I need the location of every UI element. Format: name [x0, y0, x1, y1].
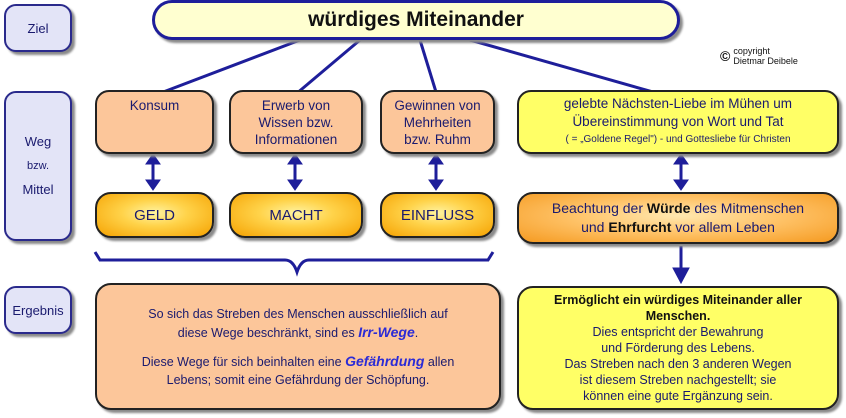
highlight-gefaehrdung: Gefährdung [345, 352, 425, 369]
mean-einfluss: EINFLUSS [380, 192, 495, 238]
label-weg-mittel: Weg bzw. Mittel [4, 91, 72, 241]
double-arrow-wissen-macht [287, 153, 303, 191]
double-arrow-konsum-geld [145, 153, 161, 191]
result-irr-wege: So sich das Streben des Menschen ausschl… [95, 283, 501, 410]
down-arrow-wuerde-result [672, 246, 690, 285]
copyright-icon: © [720, 48, 731, 64]
mean-wuerde-ehrfurcht: Beachtung der Würde des Mitmenschen und … [517, 192, 839, 244]
mean-macht: MACHT [229, 192, 363, 238]
connector-goal-wissen [295, 38, 361, 96]
highlight-irr-wege: Irr-Wege [358, 323, 415, 340]
result-wuerdiges-miteinander: Ermöglicht ein würdiges Miteinander alle… [517, 286, 839, 410]
way-ruhm: Gewinnen von Mehrheiten bzw. Ruhm [380, 90, 495, 154]
double-arrow-liebe-wuerde [673, 153, 689, 191]
label-ergebnis: Ergebnis [4, 286, 72, 334]
mean-geld: GELD [95, 192, 214, 238]
connector-goal-liebe [469, 38, 661, 96]
double-arrow-ruhm-einfluss [428, 153, 444, 191]
copyright-note: © copyright Dietmar Deibele [720, 46, 798, 66]
goal-title-box: würdiges Miteinander [152, 0, 680, 40]
way-konsum: Konsum [95, 90, 214, 154]
connector-goal-ruhm [418, 39, 438, 93]
goal-title: würdiges Miteinander [308, 8, 524, 31]
label-ziel: Ziel [4, 4, 72, 52]
brace-under-means [93, 251, 495, 277]
way-wissen: Erwerb von Wissen bzw. Informationen [229, 90, 363, 154]
way-naechstenliebe: gelebte Nächsten-Liebe im Mühen um Übere… [517, 90, 839, 154]
connector-goal-konsum [157, 38, 301, 96]
